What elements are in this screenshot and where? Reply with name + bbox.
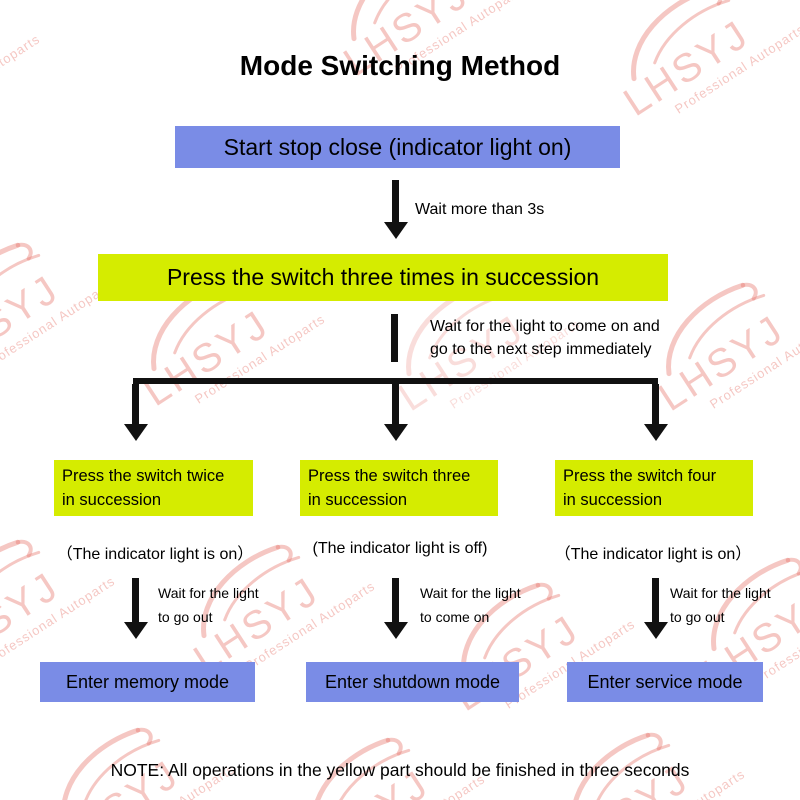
watermark-brand: LHSYJ [0,266,68,380]
watermark: LHSYJ Professional Autoparts [271,685,529,800]
arrow-down-icon [643,384,668,441]
indicator-status-label: （The indicator light is on） [554,546,752,563]
branch-wait-line1: Wait for the light [670,585,771,601]
arrow-down-icon [123,578,148,639]
start-box: Start stop close (indicator light on) [175,126,620,168]
step2-box: Press the switch three times in successi… [98,254,668,301]
branch-action-box: Press the switch three in succession [300,460,498,516]
arrow-down-icon [383,578,408,639]
indicator-status-label: （The indicator light is on） [56,546,254,563]
watermark: LHSYJ Professional Autoparts [421,530,679,770]
arrow-down-icon [123,384,148,441]
result-box-memory-mode: Enter memory mode [40,662,255,702]
watermark-brand: LHSYJ [46,715,245,800]
watermark-tagline: Professional Autoparts [706,316,800,412]
branch-action-line1: Press the switch twice [62,467,225,485]
branch-split-line [133,378,658,384]
watermark-brand: LHSYJ [651,306,793,420]
watermark: LHSYJ Professional Autoparts [0,0,84,185]
page-title: Mode Switching Method [239,50,561,81]
branch-action-box: Press the switch twice in succession [54,460,253,516]
indicator-status-label: (The indicator light is off) [312,540,488,557]
connector-line [391,314,398,362]
branch-wait-line1: Wait for the light [158,585,259,601]
wait2-label-line1: Wait for the light to come on and [430,318,660,335]
watermark-tagline: Professional Autoparts [241,578,378,674]
watermark: LHSYJ Professional Autoparts [591,0,800,175]
watermark-swoosh-icon [311,737,411,800]
watermark-tagline: Professional Autoparts [191,311,328,407]
note-text: NOTE: All operations in the yellow part … [110,760,690,780]
watermark-tagline: Professional Autoparts [0,573,118,669]
watermark-swoosh-icon [61,727,161,800]
branch-wait-line2: to go out [158,609,213,625]
arrow-down-icon [383,384,408,441]
branch-action-line1: Press the switch three [308,467,471,485]
result-box-shutdown-mode: Enter shutdown mode [306,662,519,702]
result-box-service-mode: Enter service mode [567,662,763,702]
watermark-swoosh-icon [0,539,41,634]
branch-action-line2: in succession [563,491,663,509]
watermark-swoosh-icon [571,732,671,800]
branch-wait-line2: to come on [420,609,490,625]
branch-action-box: Press the switch four in succession [555,460,753,516]
watermark-swoosh-icon [351,0,451,42]
wait1-label: Wait more than 3s [415,201,545,218]
branch-action-line2: in succession [62,491,162,509]
wait2-label-line2: go to the next step immediately [430,341,652,358]
arrow-down-icon [643,578,668,639]
watermark-swoosh-icon [0,242,41,337]
branch-action-line1: Press the switch four [563,467,717,485]
branch-wait-line2: to go out [670,609,725,625]
arrow-down-icon [383,180,408,239]
branch-wait-line1: Wait for the light [420,585,521,601]
branch-action-line2: in succession [308,491,408,509]
